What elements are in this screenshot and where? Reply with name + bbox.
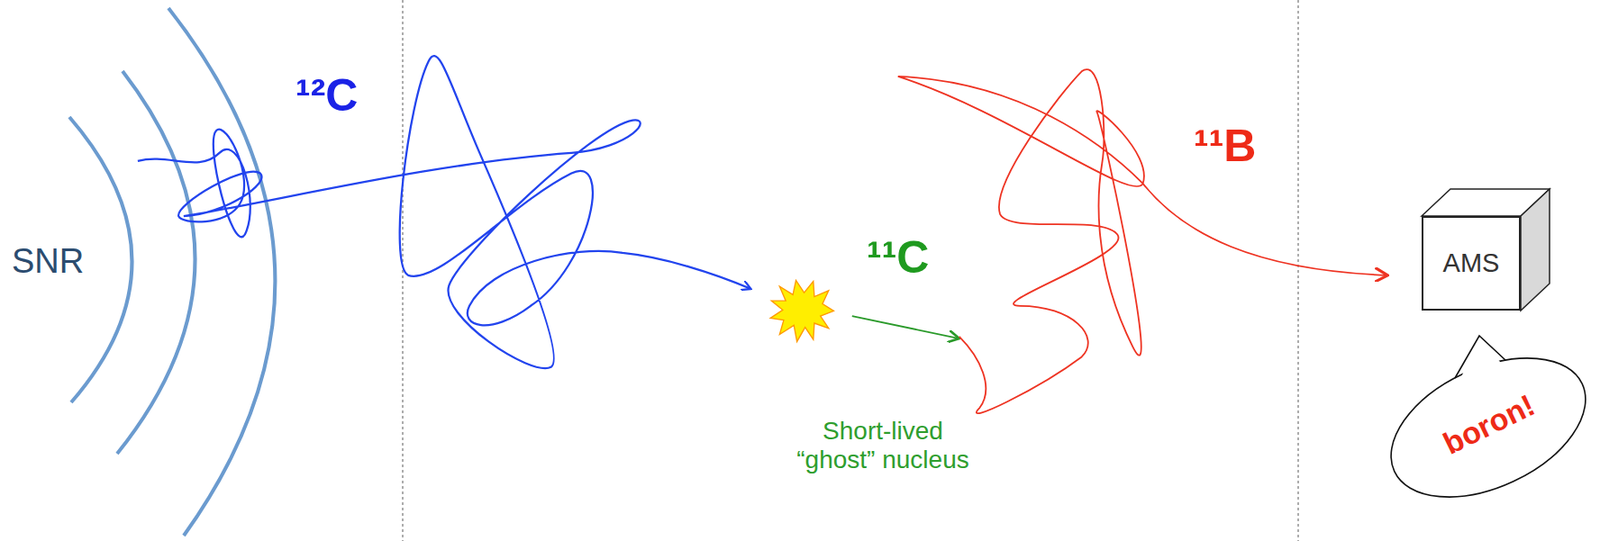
ghost-trajectory <box>852 316 960 339</box>
label-holder: SNR <box>11 242 84 282</box>
shock-arc <box>117 71 196 455</box>
box-label: AMS <box>1443 248 1500 279</box>
label-holder: Short-lived “ghost” nucleus <box>783 417 982 475</box>
collision-burst <box>770 280 834 342</box>
label-holder: ¹¹B <box>1193 120 1256 173</box>
speech-bubble: boron! <box>1378 333 1600 505</box>
carbon-trajectory <box>137 55 751 369</box>
region-label: SNR <box>11 242 84 282</box>
label-holder: ¹¹C <box>866 232 929 285</box>
detector-box: AMS <box>1421 216 1521 311</box>
divider-line <box>1297 0 1299 541</box>
shock-arc <box>168 8 275 537</box>
nucleus-label: ¹²C <box>295 70 358 123</box>
label-holder: ¹²C <box>295 70 358 123</box>
bubble-ellipse <box>1369 330 1600 527</box>
divider-line <box>401 0 403 541</box>
note-text: Short-lived “ghost” nucleus <box>783 417 982 475</box>
boron-trajectory <box>898 69 1389 414</box>
nucleus-label: ¹¹C <box>866 232 929 285</box>
nucleus-label: ¹¹B <box>1193 120 1256 173</box>
cube-side-face <box>1520 189 1550 311</box>
bubble-tail <box>1454 336 1506 379</box>
